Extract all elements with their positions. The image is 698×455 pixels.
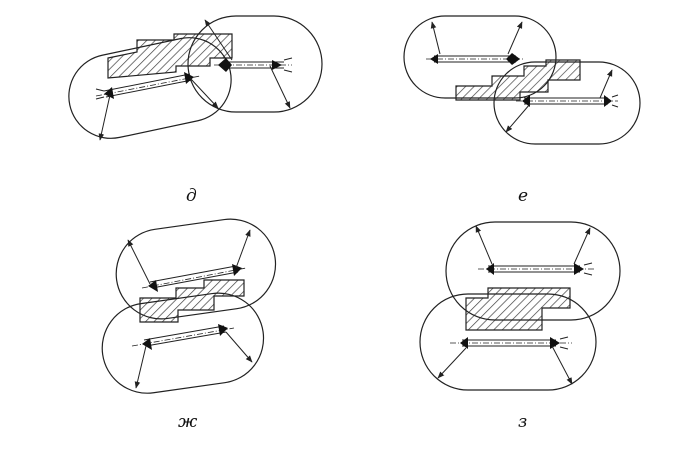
panel-e-tool-top [426, 53, 524, 65]
panel-z [419, 221, 621, 391]
panel-e-zone-bottom [493, 61, 641, 145]
panel-e-tool-bottom [516, 94, 619, 108]
panel-e-label: е [518, 186, 529, 206]
panel-zh-tool-top [141, 264, 247, 292]
panel-d-tool-right [214, 57, 293, 73]
panel-z-zone-bottom [419, 293, 597, 391]
panel-zh-zone-top [115, 218, 277, 320]
panel-z-label: з [518, 412, 528, 432]
panel-z-zone-top [445, 221, 621, 321]
panel-z-tool-top [478, 262, 594, 276]
panel-d-label: д [186, 186, 197, 206]
panel-zh [101, 218, 277, 394]
panel-z-tool-bottom [450, 336, 572, 350]
panel-e-zone-top [403, 15, 557, 99]
panel-d-workpiece [107, 33, 233, 79]
panel-d-zone-left [68, 37, 232, 139]
panel-d-zone-right [187, 15, 323, 113]
panel-e [403, 15, 641, 145]
panel-zh-tool-bottom [131, 324, 235, 350]
panel-zh-label: ж [178, 412, 198, 432]
panel-d-tool-left [95, 72, 201, 100]
panel-d [68, 15, 323, 141]
panel-zh-zone-bottom [101, 292, 265, 394]
panel-zh-workpiece [139, 279, 245, 323]
